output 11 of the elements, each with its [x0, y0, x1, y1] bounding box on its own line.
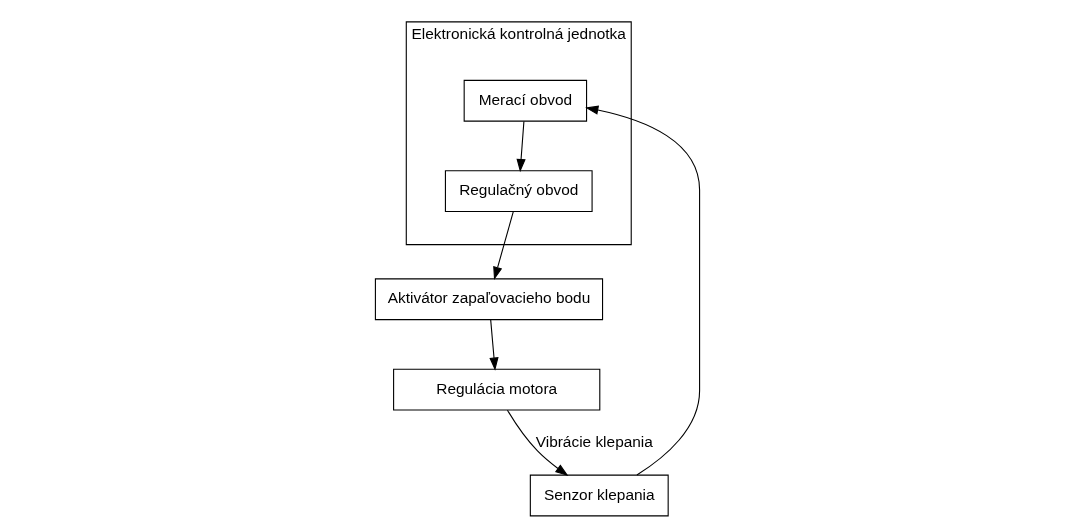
arrow	[584, 105, 700, 476]
arrow	[506, 409, 568, 476]
arrow	[492, 211, 514, 281]
node-box: Regulácia motora	[392, 368, 600, 411]
edge-label: Vibrácie klepania	[535, 432, 653, 450]
arrow	[488, 319, 499, 371]
node-box: Senzor klepania	[529, 474, 669, 517]
node-box: Aktivátor zapaľovacieho bodu	[374, 278, 603, 321]
node-box: Merací obvod	[463, 79, 587, 122]
node-box: Regulačný obvod	[444, 170, 593, 213]
arrow	[515, 120, 526, 173]
